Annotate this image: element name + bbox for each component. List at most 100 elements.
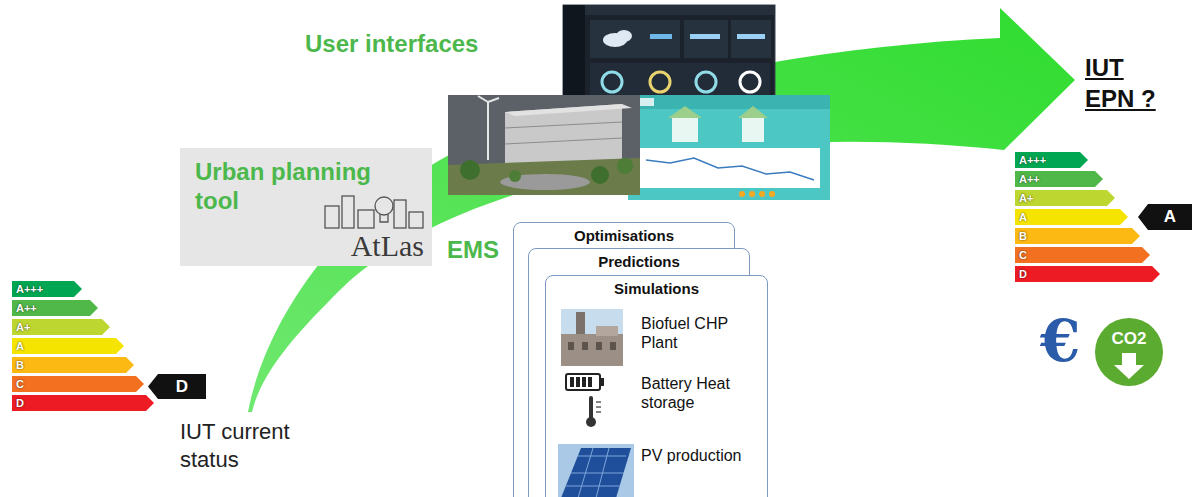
teal-screenshot-part bbox=[739, 191, 745, 197]
battery-icon bbox=[566, 374, 604, 390]
node-title: A+++ bbox=[1019, 152, 1046, 168]
teal-screenshot-part bbox=[738, 106, 768, 118]
dashboard-screenshot-part bbox=[616, 30, 632, 42]
campus-3d-screenshot-part bbox=[617, 158, 633, 174]
energy-class-bar: A+++ bbox=[12, 281, 82, 297]
battery-icon-part bbox=[570, 377, 574, 387]
energy-class-bar: A++ bbox=[1015, 171, 1103, 187]
battery-icon-part bbox=[588, 377, 592, 387]
energy-class-bar: D bbox=[1015, 266, 1160, 282]
energy-class-bar: C bbox=[12, 376, 144, 392]
chp-plant-icon bbox=[561, 309, 623, 366]
campus-3d-screenshot-part bbox=[460, 160, 480, 180]
bar-fill bbox=[12, 338, 124, 354]
dashboard-screenshot-part bbox=[590, 20, 680, 58]
node-title: CO2 bbox=[1095, 329, 1163, 349]
section-label: User interfaces bbox=[305, 30, 478, 58]
node-title: A+++ bbox=[16, 281, 43, 297]
thermometer-icon bbox=[586, 398, 601, 427]
node-text: PV production bbox=[641, 446, 759, 465]
chp-plant-icon-part bbox=[561, 334, 623, 366]
node-title: D bbox=[16, 395, 24, 411]
dashboard-screenshot-part bbox=[585, 5, 775, 15]
bar-fill bbox=[1015, 190, 1115, 206]
node-title: A++ bbox=[16, 300, 37, 316]
bar-fill bbox=[12, 281, 82, 297]
pv-panel-icon bbox=[558, 444, 634, 497]
rating-tag: D bbox=[148, 374, 206, 399]
bar-fill bbox=[1015, 152, 1088, 168]
bar-fill bbox=[1015, 247, 1150, 263]
teal-screenshot-part bbox=[742, 116, 764, 142]
energy-class-bar: A bbox=[12, 338, 124, 354]
circle-shape bbox=[1095, 318, 1163, 386]
thermometer-icon-part bbox=[589, 398, 593, 418]
campus-3d-screenshot-part bbox=[488, 98, 499, 102]
energy-class-bar: C bbox=[1015, 247, 1150, 263]
node-title: B bbox=[1019, 228, 1027, 244]
section-label: EMS bbox=[447, 236, 499, 264]
dashboard-screenshot-part bbox=[731, 20, 771, 58]
dashboard-screenshot-part bbox=[602, 72, 622, 92]
energy-class-bar: D bbox=[12, 395, 154, 411]
node-title: A bbox=[1019, 209, 1027, 225]
teal-screenshot-part bbox=[749, 191, 755, 197]
campus-3d-screenshot-part bbox=[448, 95, 640, 195]
pv-panel-icon-part bbox=[561, 448, 631, 497]
atlas-buildings-part bbox=[409, 212, 423, 228]
tag-fill bbox=[1138, 204, 1192, 230]
bar-fill bbox=[12, 319, 110, 335]
node-title: Optimisations bbox=[514, 227, 734, 244]
pv-panel-icon-part bbox=[596, 448, 609, 497]
energy-class-bar: B bbox=[1015, 228, 1140, 244]
bar-shape bbox=[1015, 247, 1150, 263]
thermometer-icon-part bbox=[586, 417, 596, 427]
pv-panel-icon-part bbox=[578, 448, 593, 497]
battery-icon-part bbox=[566, 374, 600, 390]
bar-fill bbox=[1015, 228, 1140, 244]
campus-3d-screenshot-part bbox=[591, 166, 609, 184]
dashboard-screenshot-part bbox=[650, 72, 670, 92]
campus-3d-screenshot-part bbox=[478, 96, 488, 102]
dashboard-screenshot-part bbox=[563, 5, 585, 105]
rating-tag: A bbox=[1138, 204, 1192, 230]
dashboard-screenshot bbox=[563, 5, 775, 105]
chp-plant-icon-part bbox=[596, 326, 618, 336]
teal-screenshot-part bbox=[628, 95, 830, 200]
co2-badge: CO2 bbox=[1095, 318, 1163, 386]
campus-3d-screenshot bbox=[448, 95, 640, 195]
atlas-buildings-part bbox=[375, 197, 393, 215]
node-title: A+ bbox=[1019, 190, 1033, 206]
dashboard-screenshot-part bbox=[650, 34, 672, 39]
pv-panel-icon-part bbox=[571, 473, 624, 474]
bar-fill bbox=[1015, 209, 1128, 225]
node-title: A++ bbox=[1019, 171, 1040, 187]
atlas-buildings bbox=[325, 196, 423, 228]
goal-label: IUT EPN ? bbox=[1085, 52, 1173, 114]
chp-plant-icon-part bbox=[568, 342, 574, 350]
bar-fill bbox=[1015, 171, 1103, 187]
node-title: Predictions bbox=[529, 253, 749, 270]
teal-screenshot bbox=[628, 95, 830, 200]
atlas-buildings-part bbox=[342, 196, 354, 228]
campus-3d-screenshot-part bbox=[505, 122, 622, 128]
campus-3d-screenshot-part bbox=[509, 170, 521, 182]
bar-shape bbox=[1015, 209, 1128, 225]
node-title: C bbox=[16, 376, 24, 392]
dashboard-screenshot-part bbox=[690, 34, 720, 39]
bar-fill bbox=[12, 395, 154, 411]
bar-shape bbox=[1015, 228, 1140, 244]
teal-screenshot-part bbox=[759, 191, 765, 197]
bar-shape bbox=[12, 395, 154, 411]
pv-panel-icon-part bbox=[566, 486, 620, 487]
atlas-buildings-part bbox=[394, 200, 406, 228]
node-title: A bbox=[1150, 204, 1190, 230]
bar-shape bbox=[1015, 266, 1160, 282]
battery-icon-part bbox=[576, 377, 580, 387]
energy-class-bar: A+++ bbox=[1015, 152, 1088, 168]
teal-screenshot-part bbox=[628, 95, 830, 109]
atlas-buildings-part bbox=[358, 210, 374, 228]
pv-panel-icon-part bbox=[578, 456, 626, 457]
energy-class-bar: A++ bbox=[12, 300, 98, 316]
